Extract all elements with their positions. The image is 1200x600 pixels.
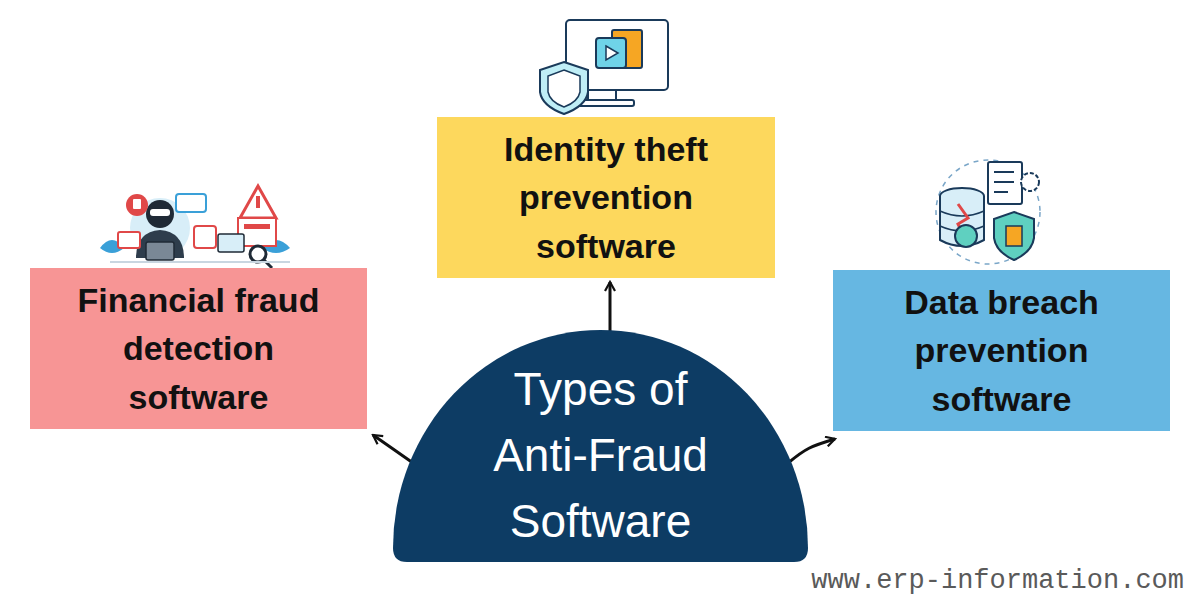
fraud-icon [100,186,290,268]
hub-title: Types of Anti-Fraud Software [466,356,736,554]
identity-icon [540,20,668,114]
category-label: Data breach prevention software [853,278,1150,423]
dome-fill [393,330,808,562]
curved-arrow [373,435,412,462]
watermark: www.erp-information.com [811,566,1184,596]
curved-arrow [609,282,612,332]
category-box: Financial fraud detection software [30,268,367,429]
category-box: Identity theft prevention software [437,117,775,278]
hub-dome: Types of Anti-Fraud Software [393,330,808,562]
category-label: Financial fraud detection software [50,276,347,421]
curved-arrow [789,439,835,462]
category-label: Identity theft prevention software [457,125,755,270]
breach-icon [936,160,1040,264]
category-box: Data breach prevention software [833,270,1170,431]
